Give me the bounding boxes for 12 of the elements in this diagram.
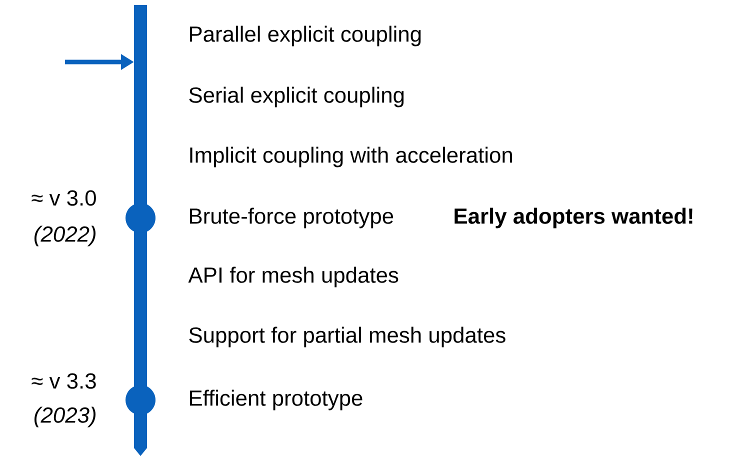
roadmap-item: Implicit coupling with acceleration — [190, 146, 512, 168]
highlight-note: Early adopters wanted! — [454, 208, 692, 228]
version-label: ≈ v 3.0 — [32, 190, 96, 206]
roadmap-item: Support for partial mesh updates — [189, 326, 506, 348]
version-label: ≈ v 3.3 — [32, 373, 96, 389]
roadmap-item: API for mesh updates — [188, 266, 398, 288]
roadmap-item: Brute-force prototype — [190, 208, 394, 228]
release-year: (2022) — [34, 226, 96, 246]
roadmap-item: Parallel explicit coupling — [190, 26, 421, 46]
roadmap-item: Efficient prototype — [190, 390, 362, 410]
roadmap-item: Serial explicit coupling — [189, 86, 404, 108]
release-year: (2023) — [34, 406, 96, 428]
